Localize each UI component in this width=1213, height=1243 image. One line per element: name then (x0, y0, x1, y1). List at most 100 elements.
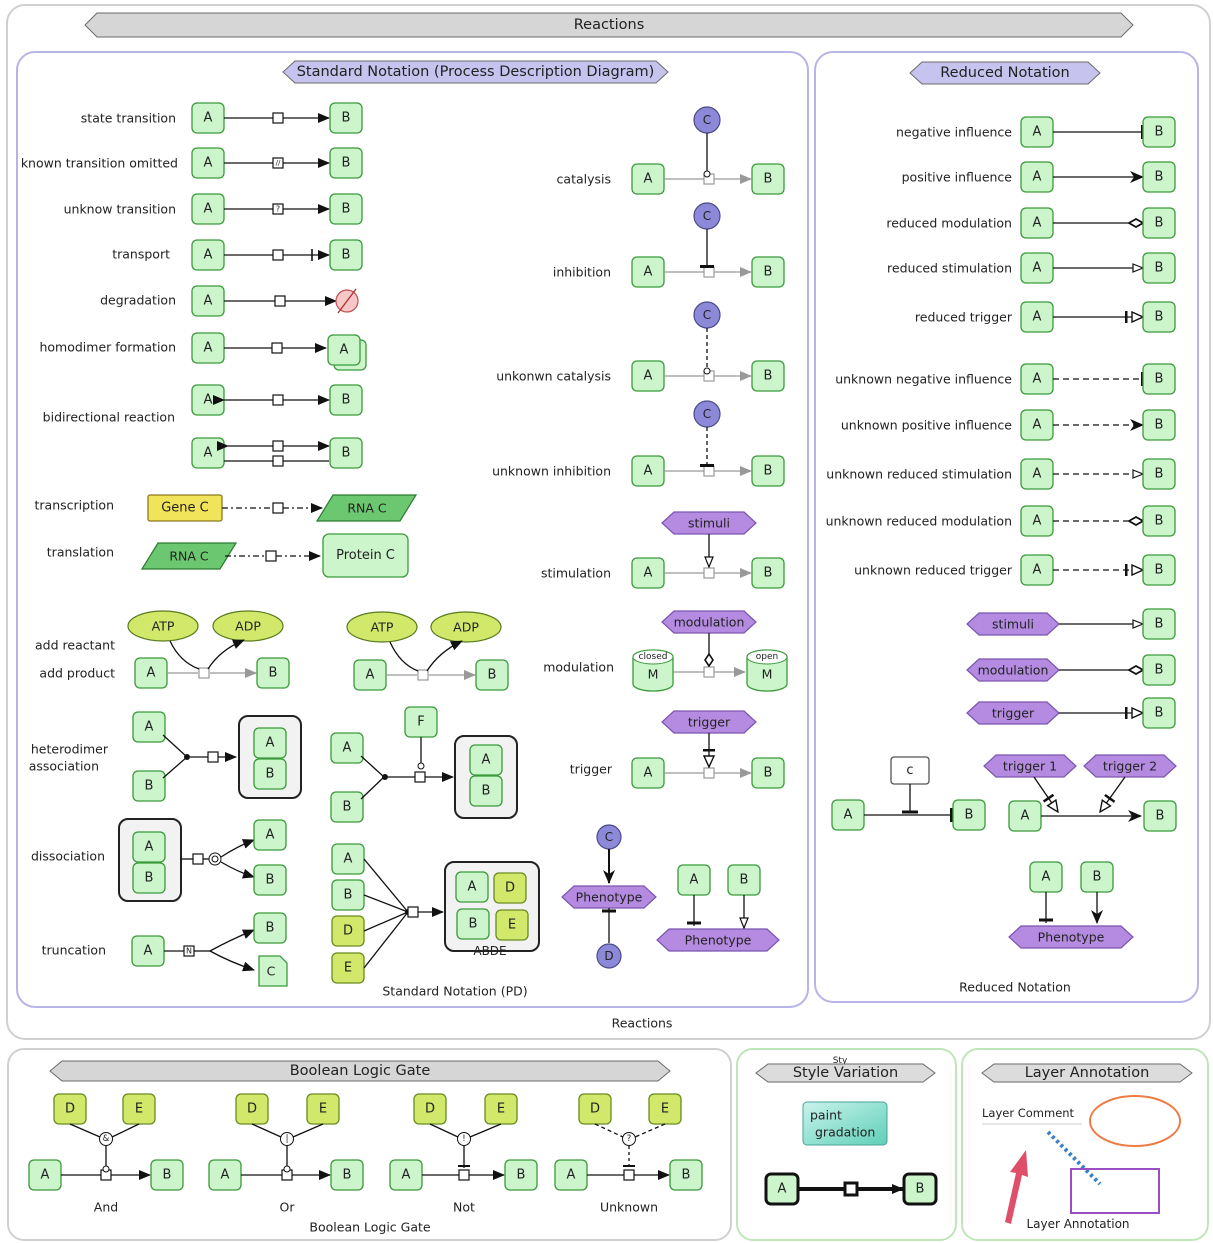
hexagon-label: trigger 1 (1003, 759, 1057, 774)
node-label: A (204, 111, 213, 126)
boolean-panel (7, 1048, 732, 1241)
node-label: B (145, 779, 154, 794)
gate-caption: Not (453, 1200, 475, 1215)
banner (282, 60, 669, 84)
node-label: B (764, 566, 773, 581)
node-label: A (266, 828, 275, 843)
node-label: B (145, 871, 154, 886)
entity-node-a (191, 437, 225, 469)
node-label: A (266, 736, 275, 751)
reaction-label: add product (39, 666, 115, 681)
node-label: B (965, 808, 974, 823)
truncation-mark: N (186, 947, 192, 956)
logic-gate (622, 1132, 636, 1146)
node-label: A (1033, 261, 1042, 276)
dissociation-inner (211, 855, 219, 863)
c-label: C (703, 209, 711, 223)
arc (363, 858, 409, 913)
reaction-label: unknown reduced trigger (854, 563, 1013, 578)
node-label: A (644, 369, 653, 384)
gradient-label-1: paint (810, 1108, 842, 1123)
node-label: B (266, 921, 275, 936)
annotation-arrow (1005, 1150, 1028, 1224)
entity-node-b (1142, 554, 1176, 586)
annotation-rect (1070, 1168, 1160, 1214)
process-node (281, 1169, 293, 1181)
hexagon-label: Phenotype (576, 890, 643, 905)
protein-node (322, 533, 409, 578)
reaction-label: reduced trigger (915, 310, 1013, 325)
process-node (272, 394, 284, 406)
phenotype-hexagon (561, 885, 657, 909)
c-label: C (605, 830, 613, 844)
banner (909, 61, 1101, 85)
arc-path (209, 950, 255, 972)
banner-title: Layer Annotation (1025, 1065, 1150, 1081)
node-label: B (1155, 170, 1164, 185)
logic-gate-symbol: ? (627, 1134, 632, 1144)
entity-node-b (253, 912, 287, 944)
arc (469, 1123, 502, 1138)
node-label: D (247, 1102, 257, 1117)
node-label: B (1155, 663, 1164, 678)
adp-label: ADP (235, 619, 261, 634)
node-label: A (690, 873, 699, 888)
entity-node-b (329, 437, 363, 469)
entity-node-b (1142, 697, 1176, 729)
node-label: B (1155, 310, 1164, 325)
entity-node-b (751, 360, 785, 392)
node-label: B (1093, 870, 1102, 885)
c-label: C (267, 964, 276, 979)
node-label: A (1033, 514, 1042, 529)
arc-path (389, 641, 419, 672)
node-label: A (144, 944, 153, 959)
node-label: B (342, 248, 351, 263)
arc (1033, 776, 1058, 812)
node-label: Gene C (161, 501, 209, 516)
node-label: A (147, 666, 156, 681)
entity-node-b (329, 384, 363, 416)
entity-node-b (329, 239, 363, 271)
node-label: A (1033, 125, 1042, 140)
process-node (703, 266, 715, 278)
layer-comment-label: Layer Comment (982, 1106, 1075, 1120)
arc (429, 1123, 459, 1138)
reaction-label: add reactant (35, 638, 115, 653)
rna-node (315, 494, 418, 522)
truncated-node (258, 955, 288, 987)
node-label: A (644, 265, 653, 280)
d-label: D (604, 949, 613, 963)
entity-node-b (751, 256, 785, 288)
entity-node-b (1142, 252, 1176, 284)
node-label: A (1021, 809, 1030, 824)
annotation-dotted-line (1046, 1130, 1102, 1186)
entity-node-a (253, 727, 287, 759)
logic-gate-symbol: | (286, 1134, 289, 1144)
reaction-label: state transition (81, 111, 176, 126)
reactions-frame (6, 4, 1211, 1040)
node-label: B (764, 172, 773, 187)
arc (360, 776, 385, 800)
node-label: A (145, 720, 154, 735)
reduced-panel (814, 51, 1199, 1003)
node-label: D (590, 1102, 600, 1117)
layer-panel (961, 1048, 1209, 1241)
entity-node-b (1142, 161, 1176, 193)
banner-title: Boolean Logic Gate (290, 1063, 431, 1079)
node-label: A (1033, 563, 1042, 578)
process-node (272, 112, 284, 124)
phenotype-hexagon (966, 658, 1060, 682)
phenotype-hexagon (1008, 925, 1134, 949)
node-label: A (844, 808, 853, 823)
logic-gate-symbol: & (103, 1134, 110, 1144)
node-label: B (1155, 467, 1164, 482)
node-label: B (343, 800, 352, 815)
reaction-label: transcription (35, 498, 115, 513)
node-label: A (1033, 372, 1042, 387)
node-label: A (482, 753, 491, 768)
reaction-label: unkonwn catalysis (496, 369, 611, 384)
entity-node-a (455, 871, 489, 903)
logic-gate (99, 1132, 113, 1146)
reaction-label: modulation (543, 660, 614, 675)
banner-title: Style Variation (793, 1065, 898, 1081)
